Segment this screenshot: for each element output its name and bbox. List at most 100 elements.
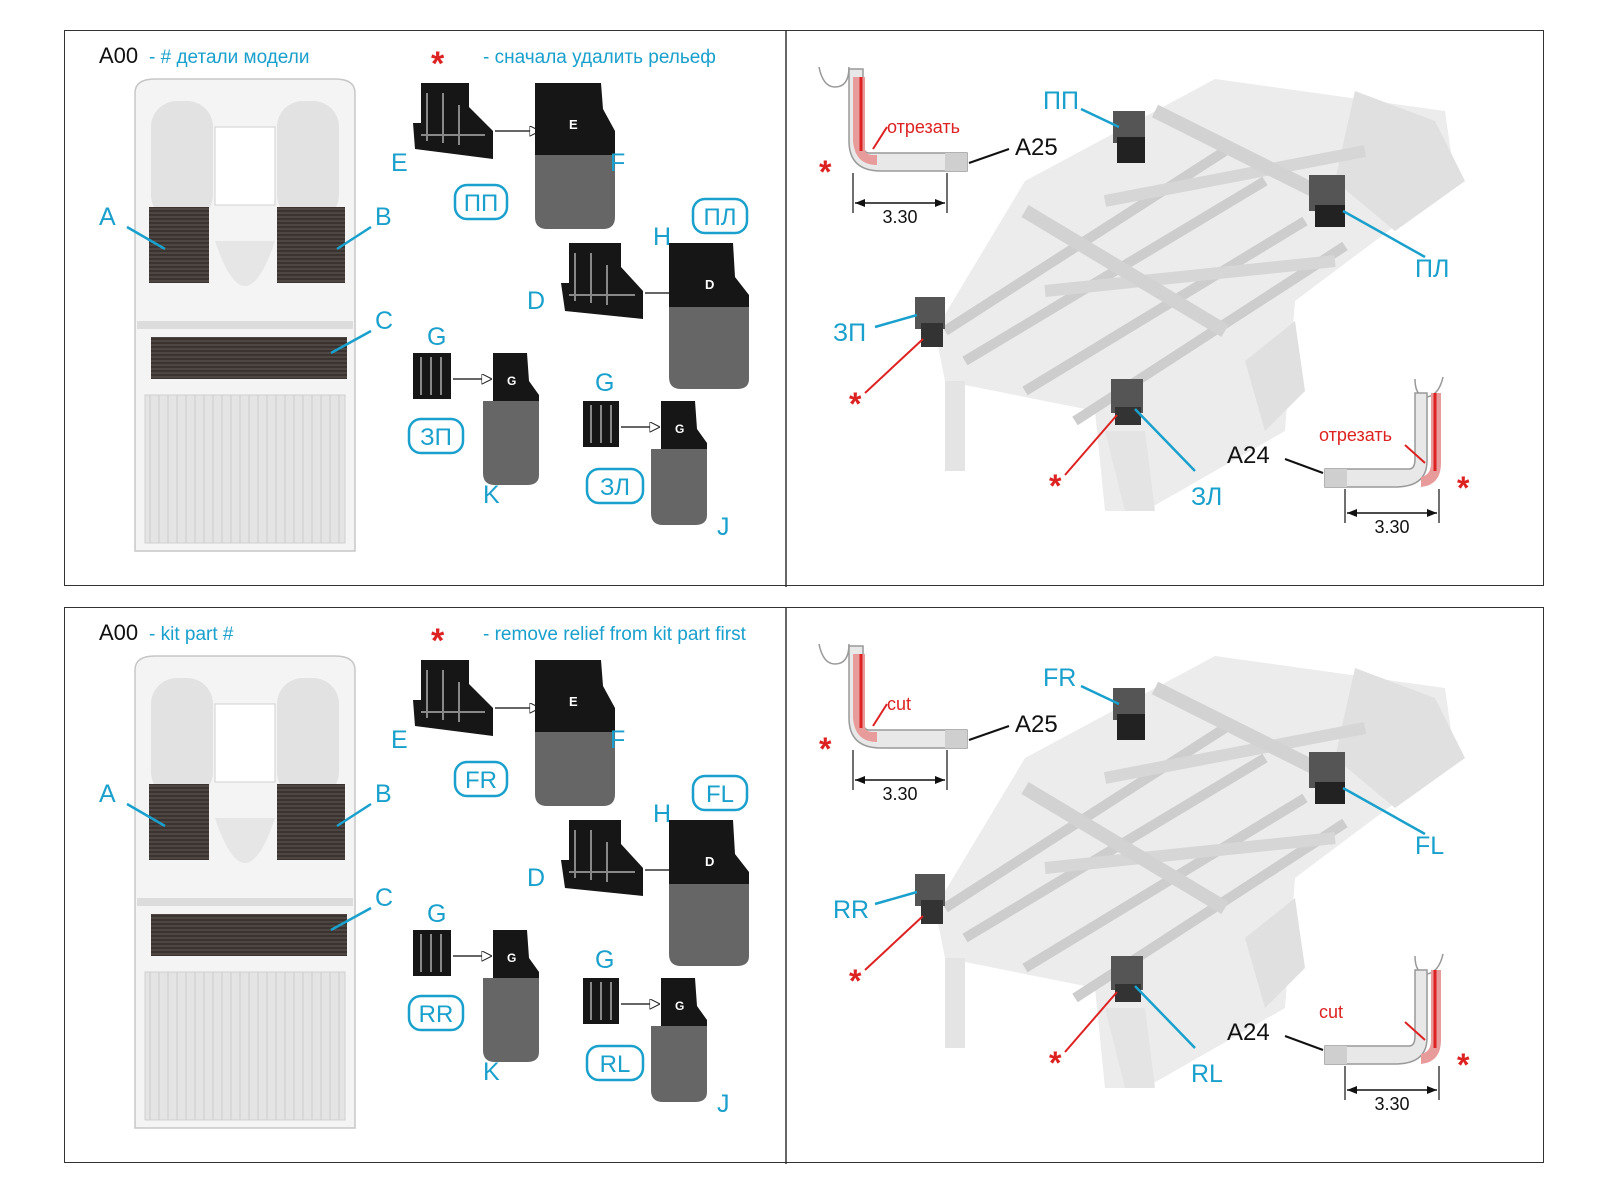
part-g-bracket-rl (583, 401, 619, 447)
part-h-mudflap (669, 820, 749, 966)
part-tag-d: D (705, 854, 714, 869)
dimension-value-a25: 3.30 (882, 207, 917, 227)
red-asterisk-icon: * (849, 386, 862, 422)
part-tag-d: D (705, 277, 714, 292)
red-asterisk-icon: * (431, 622, 445, 660)
part-code: A00 (99, 620, 138, 645)
leader-line-a25 (968, 148, 1010, 164)
position-label-rr: RR (419, 1001, 454, 1028)
red-asterisk-icon: * (819, 154, 832, 190)
chassis-label-rl: ЗЛ (1191, 483, 1222, 511)
relief-removal-note: - remove relief from kit part first (483, 624, 747, 645)
floor-label-c: C (375, 307, 393, 335)
part-label-j: J (717, 513, 730, 541)
red-asterisk-icon: * (1457, 470, 1470, 506)
leader-line-fr (1080, 684, 1120, 706)
part-g-bracket-rr (413, 353, 451, 399)
position-badge-fl (691, 197, 749, 235)
position-badge-rr (407, 994, 465, 1032)
leader-line-a (126, 225, 166, 251)
cut-label-a25: отрезать (887, 117, 960, 137)
leader-line-a24 (1284, 458, 1324, 474)
mudflap-mounted-rr (915, 874, 945, 924)
position-label-rr: ЗП (420, 424, 452, 451)
instruction-panel-english: A00 - kit part # * - remove relief from … (64, 607, 1544, 1164)
red-asterisk-icon: * (819, 731, 832, 767)
leader-line-fr (1080, 107, 1120, 129)
detail-a25-profile (818, 66, 968, 172)
relief-pointer-rl (1064, 414, 1118, 476)
part-tag-g-2: G (675, 999, 684, 1013)
chassis-label-fr: FR (1043, 664, 1076, 692)
part-e-bracket (413, 660, 493, 736)
part-f-mudflap (535, 660, 615, 806)
part-code: A00 (99, 43, 138, 68)
relief-removal-note: - сначала удалить рельеф (483, 47, 716, 68)
part-e-bracket (413, 83, 493, 159)
position-label-fr: ПП (464, 190, 499, 217)
floor-mat-c (151, 337, 347, 379)
part-label-g-2: G (595, 946, 614, 974)
part-label-d: D (527, 864, 545, 892)
mudflap-mounted-rl (1111, 379, 1143, 425)
part-d-bracket (561, 820, 643, 896)
part-label-h: H (653, 800, 671, 828)
mudflap-mounted-rl (1111, 956, 1143, 1002)
part-h-mudflap (669, 243, 749, 389)
leader-line-rl (1134, 985, 1196, 1049)
part-j-mudflap (651, 978, 707, 1102)
part-label-f: F (610, 726, 625, 754)
relief-pointer-rl (1064, 991, 1118, 1053)
part-label-g: G (427, 900, 446, 928)
part-label-e: E (391, 726, 408, 754)
mudflap-mounted-fr (1113, 688, 1145, 740)
floor-mat-b (277, 207, 345, 283)
dimension-line-a25 (852, 750, 948, 790)
detail-part-a24: A24 (1227, 442, 1270, 469)
part-tag-e: E (569, 694, 578, 709)
part-k-mudflap (483, 353, 539, 485)
leader-line-fl (1342, 209, 1426, 259)
detail-a24-profile (1324, 953, 1444, 1065)
detail-part-a24: A24 (1227, 1019, 1270, 1046)
leader-line-rl (1134, 408, 1196, 472)
relief-pointer-rr (864, 338, 924, 394)
part-code-description: - # детали модели (149, 47, 309, 68)
detail-part-a25: A25 (1015, 134, 1058, 161)
part-g-bracket-rr (413, 930, 451, 976)
chassis-label-rr: RR (833, 896, 869, 924)
instruction-panel-russian: A00 - # детали модели * - сначала удалит… (64, 30, 1544, 587)
dimension-value-a24: 3.30 (1374, 517, 1409, 537)
leader-line-a (126, 802, 166, 828)
position-badge-rr (407, 417, 465, 455)
mudflap-mounted-rr (915, 297, 945, 347)
cut-label-a24: cut (1319, 1002, 1343, 1022)
part-tag-g: G (507, 374, 516, 388)
position-badge-fr (453, 183, 509, 221)
position-badge-fr (453, 760, 509, 798)
cut-pointer-a25 (872, 126, 888, 150)
position-badge-rl (585, 1044, 645, 1082)
leader-line-b (336, 225, 372, 251)
floor-label-b: B (375, 203, 392, 231)
chassis-label-fr: ПП (1043, 87, 1079, 115)
floor-label-c: C (375, 884, 393, 912)
leader-line-a24 (1284, 1035, 1324, 1051)
chassis-label-fl: ПЛ (1415, 255, 1449, 283)
position-label-fl: ПЛ (704, 204, 737, 231)
cut-label-a24: отрезать (1319, 425, 1392, 445)
part-d-bracket (561, 243, 643, 319)
leader-line-rr (874, 890, 918, 906)
position-label-rl: RL (600, 1051, 631, 1078)
part-label-k: K (483, 1058, 500, 1086)
detail-a24-profile (1324, 376, 1444, 488)
panel-drawing: A00 - kit part # * - remove relief from … (99, 608, 1470, 1164)
part-label-j: J (717, 1090, 730, 1118)
floor-label-a: A (99, 780, 116, 808)
dimension-line-a25 (852, 173, 948, 213)
red-asterisk-icon: * (1049, 1045, 1062, 1081)
part-label-f: F (610, 149, 625, 177)
red-asterisk-icon: * (431, 45, 445, 83)
red-asterisk-icon: * (849, 963, 862, 999)
relief-pointer-rr (864, 915, 924, 971)
